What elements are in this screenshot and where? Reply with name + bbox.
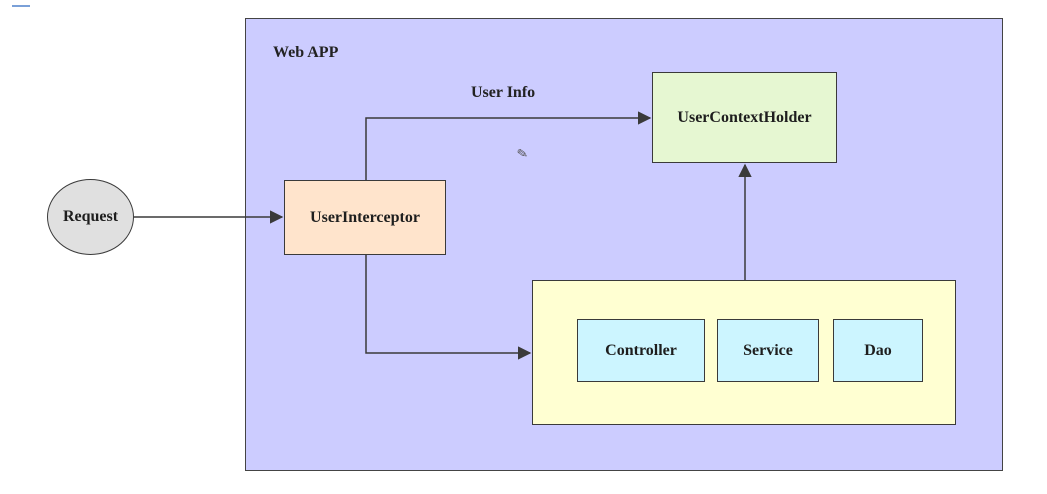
controller-node: Controller [577,319,705,382]
user-context-holder-node: UserContextHolder [652,72,837,163]
edge-label-user-info: User Info [471,84,536,101]
corner-mark [12,5,30,7]
dao-node: Dao [833,319,923,382]
user-interceptor-node: UserInterceptor [284,180,446,255]
service-node: Service [717,319,819,382]
web-app-label: Web APP [273,44,339,61]
request-node: Request [47,179,134,255]
